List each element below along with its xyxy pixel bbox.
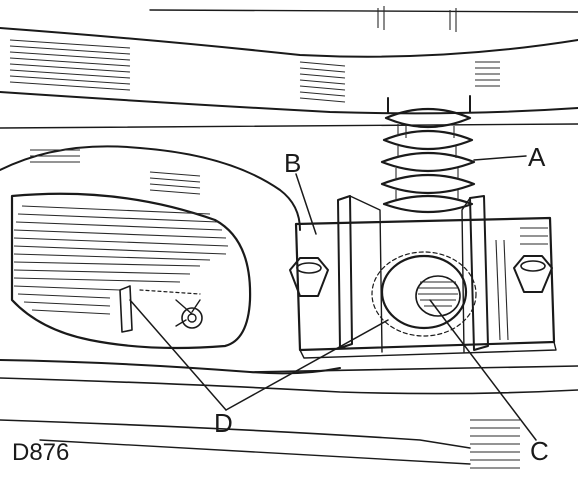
lower-arm [0,145,341,375]
callout-d: D [214,408,233,438]
bolt-left [289,257,329,297]
leader-lines [129,155,537,441]
callout-c: C [530,436,549,466]
callout-labels: A B C D D876 [12,142,549,466]
figure-code: D876 [12,439,69,466]
leader-d2 [225,319,389,411]
upper-panel [0,6,578,115]
frame-edge-line [0,123,578,129]
leader-b [295,173,317,235]
coil-spring [380,95,476,214]
spring-seat-plate [289,195,557,359]
leader-a [473,155,527,161]
callout-a: A [528,142,546,172]
leader-d1 [129,299,227,411]
callout-b: B [284,148,301,178]
leader-c [429,299,537,441]
frame-lines [0,365,578,469]
bolt-right [513,255,553,293]
